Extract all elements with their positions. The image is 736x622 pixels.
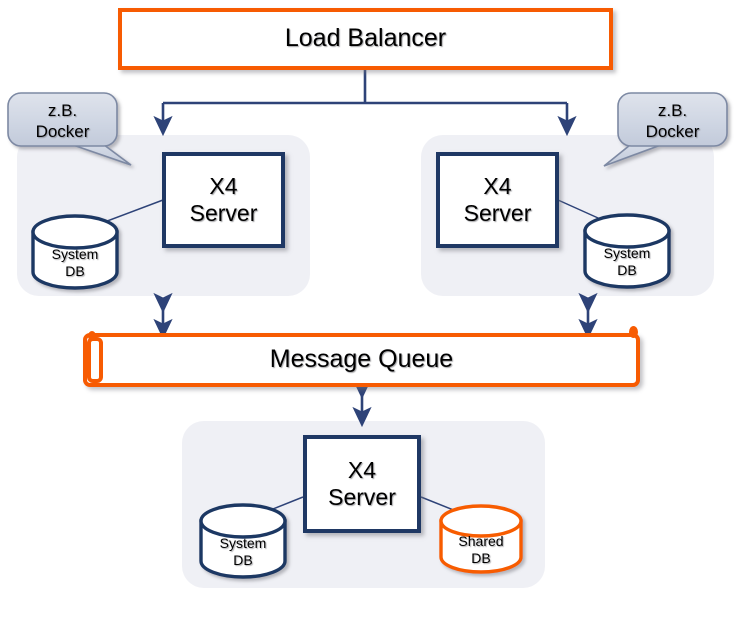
database-label-shared-db: Shared DB: [441, 521, 521, 573]
callout-docker-right: z.B. Docker: [618, 93, 727, 146]
message-queue-label: Message Queue: [269, 345, 454, 374]
x4-server-bottom-line2: Server: [328, 484, 396, 510]
database-system-db-left: [31, 214, 119, 290]
x4-server-top-right[interactable]: X4 Server: [436, 152, 559, 248]
x4-server-top-left-line1: X4: [209, 172, 238, 199]
callout-left-line2: Docker: [35, 122, 90, 142]
message-queue-nub-left: [88, 331, 96, 341]
system-db-right-line1: System: [603, 245, 651, 261]
database-label-system-db-bottom: System DB: [201, 521, 285, 577]
callout-docker-left: z.B. Docker: [8, 93, 117, 146]
system-db-left-line1: System: [51, 246, 99, 262]
callout-left-line1: z.B.: [47, 101, 78, 120]
load-balancer-box[interactable]: Load Balancer: [118, 8, 613, 70]
x4-server-top-right-line2: Server: [463, 200, 532, 226]
x4-server-top-left[interactable]: X4 Server: [162, 152, 285, 248]
callout-right-line2: Docker: [645, 122, 700, 142]
load-balancer-label: Load Balancer: [284, 24, 447, 53]
system-db-bottom-line2: DB: [233, 551, 253, 568]
system-db-right-line2: DB: [617, 261, 637, 278]
x4-server-top-right-line1: X4: [483, 172, 512, 199]
x4-server-bottom[interactable]: X4 Server: [303, 435, 421, 533]
database-label-system-db-left: System DB: [33, 232, 117, 288]
database-shared-db: [439, 504, 523, 574]
database-system-db-right: [583, 213, 671, 289]
shared-db-line2: DB: [471, 549, 491, 566]
system-db-left-line2: DB: [65, 262, 85, 279]
shared-db-line1: Shared: [458, 533, 504, 549]
message-queue-nub-right: [629, 326, 638, 338]
x4-server-bottom-line1: X4: [347, 456, 377, 483]
callout-right-line1: z.B.: [657, 101, 688, 120]
x4-server-top-left-line2: Server: [189, 200, 258, 226]
callout-docker-right-shape: [603, 92, 728, 167]
message-queue-box[interactable]: Message Queue: [83, 333, 640, 387]
database-label-system-db-right: System DB: [585, 231, 669, 287]
message-queue-endcap: [87, 337, 103, 383]
callout-docker-left-shape: [7, 92, 132, 166]
system-db-bottom-line1: System: [219, 535, 267, 551]
database-system-db-bottom: [199, 503, 287, 579]
connector-loadbalancer-to-servers: [153, 70, 577, 137]
